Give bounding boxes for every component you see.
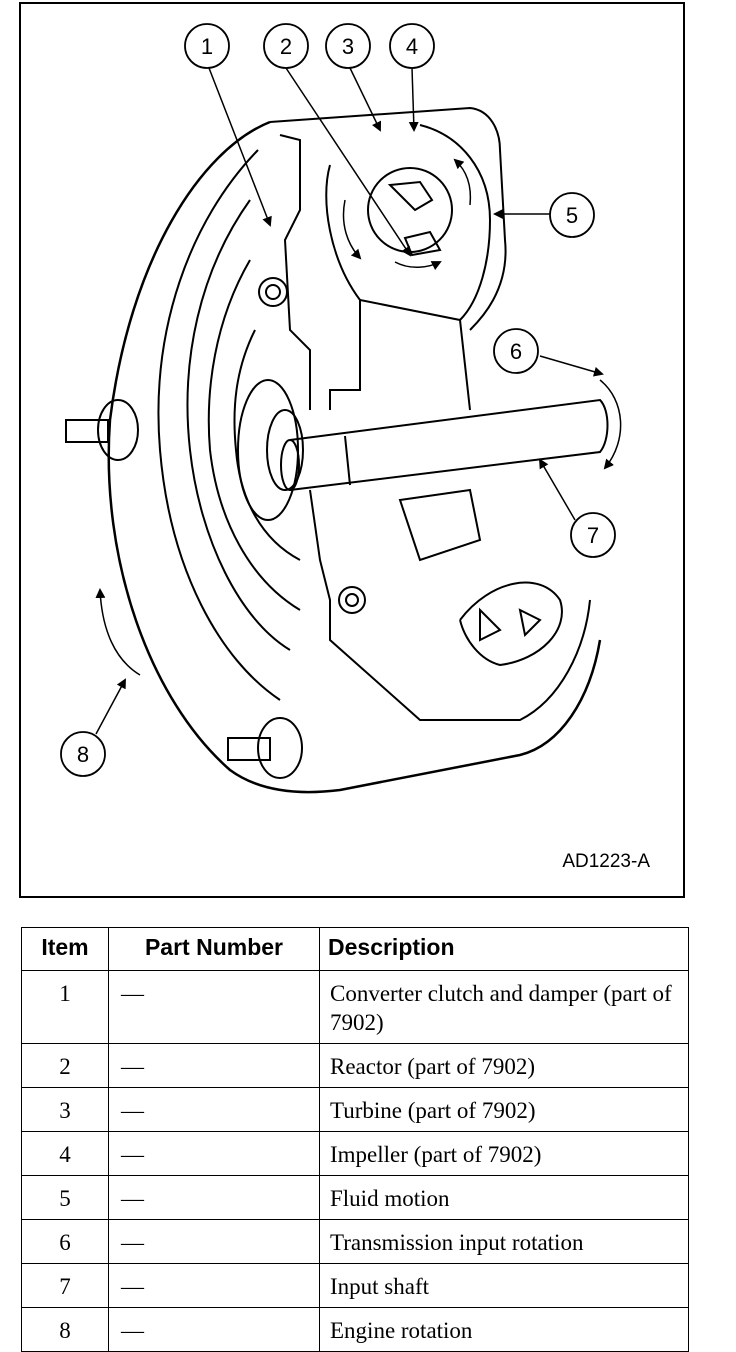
part-number-cell: — <box>108 1219 320 1264</box>
parts-table: Item Part Number Description 1 — Convert… <box>21 927 689 1352</box>
part-number-cell: — <box>108 1131 320 1176</box>
svg-text:3: 3 <box>342 34 354 59</box>
part-number-cell: — <box>108 1307 320 1352</box>
table-row: 3 — Turbine (part of 7902) <box>21 1087 689 1132</box>
figure-code: AD1223-A <box>562 851 650 872</box>
description-cell: Turbine (part of 7902) <box>319 1087 689 1132</box>
part-number-cell: — <box>108 1175 320 1220</box>
item-cell: 4 <box>21 1131 109 1176</box>
torque-converter-diagram: 1 2 3 4 5 6 7 8 AD1223-A <box>60 23 650 872</box>
callout-2: 2 <box>263 23 309 69</box>
item-cell: 8 <box>21 1307 109 1352</box>
description-cell: Transmission input rotation <box>319 1219 689 1264</box>
table-header-row: Item Part Number Description <box>21 927 689 971</box>
part-number-cell: — <box>108 1043 320 1088</box>
header-part-number: Part Number <box>108 927 320 971</box>
part-number-cell: — <box>108 970 320 1044</box>
header-description: Description <box>319 927 689 971</box>
table-row: 6 — Transmission input rotation <box>21 1219 689 1264</box>
item-cell: 3 <box>21 1087 109 1132</box>
figure-frame <box>19 2 685 898</box>
table-row: 2 — Reactor (part of 7902) <box>21 1043 689 1088</box>
converter-housing-illustration <box>65 106 609 794</box>
item-cell: 6 <box>21 1219 109 1264</box>
table-row: 4 — Impeller (part of 7902) <box>21 1131 689 1176</box>
callout-leaders <box>95 67 604 735</box>
svg-text:6: 6 <box>510 339 522 364</box>
svg-text:4: 4 <box>406 34 418 59</box>
callout-6: 6 <box>493 328 539 374</box>
callout-4: 4 <box>389 23 435 69</box>
table-row: 7 — Input shaft <box>21 1263 689 1308</box>
table-row: 1 — Converter clutch and damper (part of… <box>21 970 689 1044</box>
description-cell: Converter clutch and damper (part of 790… <box>319 970 689 1044</box>
item-cell: 7 <box>21 1263 109 1308</box>
svg-text:1: 1 <box>201 34 213 59</box>
description-cell: Engine rotation <box>319 1307 689 1352</box>
part-number-cell: — <box>108 1087 320 1132</box>
header-item: Item <box>21 927 109 971</box>
svg-text:8: 8 <box>77 742 89 767</box>
item-cell: 2 <box>21 1043 109 1088</box>
rotation-arrows <box>95 379 622 676</box>
svg-text:7: 7 <box>587 523 599 548</box>
svg-text:2: 2 <box>280 34 292 59</box>
callout-1: 1 <box>184 23 230 69</box>
description-cell: Fluid motion <box>319 1175 689 1220</box>
description-cell: Reactor (part of 7902) <box>319 1043 689 1088</box>
fluid-motion-arrows <box>342 158 472 271</box>
callout-3: 3 <box>325 23 371 69</box>
callout-8: 8 <box>60 731 106 777</box>
item-cell: 1 <box>21 970 109 1044</box>
svg-text:5: 5 <box>566 203 578 228</box>
item-cell: 5 <box>21 1175 109 1220</box>
table-row: 8 — Engine rotation <box>21 1307 689 1352</box>
description-cell: Input shaft <box>319 1263 689 1308</box>
callout-5: 5 <box>549 192 595 238</box>
part-number-cell: — <box>108 1263 320 1308</box>
callout-7: 7 <box>570 512 616 558</box>
table-row: 5 — Fluid motion <box>21 1175 689 1220</box>
description-cell: Impeller (part of 7902) <box>319 1131 689 1176</box>
